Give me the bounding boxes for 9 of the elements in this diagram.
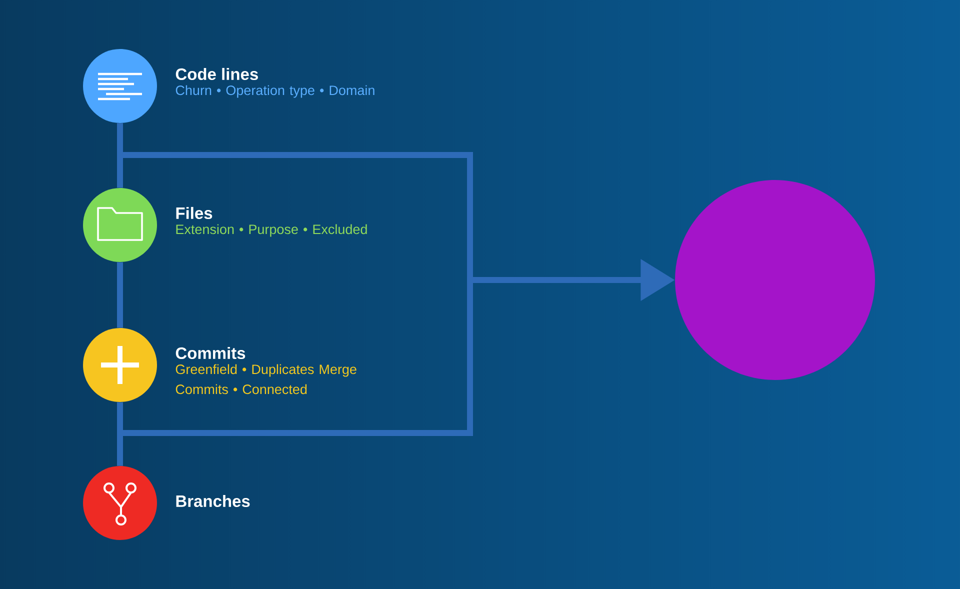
connector-line [117, 262, 123, 328]
heading-text: Code lines [176, 68, 258, 80]
heading-text: Commits [176, 346, 246, 360]
icon-circle [675, 180, 876, 380]
subtitle-text: Extension • Purpose • Excluded [176, 224, 367, 237]
heading-text: Branches [176, 494, 250, 508]
subtitle-text: Greenfield • Duplicates Merge Commits • Connected [176, 364, 356, 394]
heading-text: Files [176, 206, 212, 220]
subtitle-text: Churn • Operation type • Domain [176, 85, 374, 98]
